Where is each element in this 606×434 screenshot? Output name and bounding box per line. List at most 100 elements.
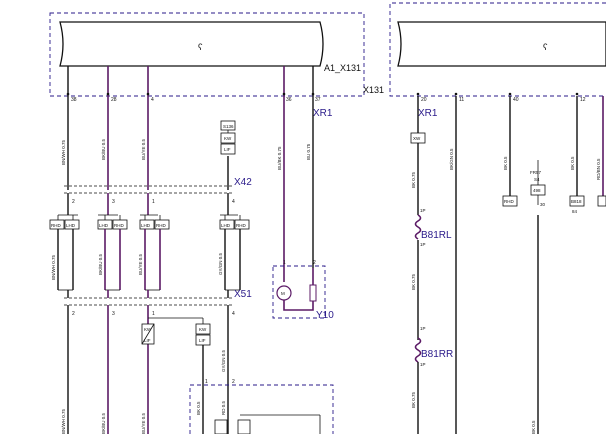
wire-labels-upper: BN/WH 0.75 BK/BU 0.5 BU/YE 0.5 BU/BK 0.7… xyxy=(61,138,311,170)
svg-text:LHD: LHD xyxy=(141,223,151,228)
bottom-module: 1 2 xyxy=(189,379,334,434)
svg-text:RD 0.5: RD 0.5 xyxy=(221,400,226,415)
svg-text:BN/WH 0.75: BN/WH 0.75 xyxy=(61,139,66,165)
svg-text:RD/BN 0.5: RD/BN 0.5 xyxy=(596,158,601,180)
xr1-right-label: XR1 xyxy=(418,108,438,119)
svg-text:KW: KW xyxy=(199,327,207,332)
svg-text:2: 2 xyxy=(72,199,75,205)
svg-text:BK 0.5: BK 0.5 xyxy=(531,420,536,434)
svg-text:RHD: RHD xyxy=(51,223,61,228)
x51-connector: X51 2 3 1 4 xyxy=(64,289,252,317)
xr1-left-label: XR1 xyxy=(313,108,333,119)
svg-text:BU/YE 0.5: BU/YE 0.5 xyxy=(141,412,146,434)
connector-x131-label: X131 xyxy=(363,85,384,95)
svg-text:RHD: RHD xyxy=(114,223,124,228)
svg-text:3: 3 xyxy=(112,311,115,317)
wire-labels-lower: BN/WH 0.75 BK/BU 0.5 BU/YE 0.5 GY/GN 0.5… xyxy=(61,349,226,434)
svg-text:BK 0.5: BK 0.5 xyxy=(196,401,201,415)
pin-label: 36 xyxy=(286,97,292,103)
pin-label: 4 xyxy=(151,97,154,103)
b81rr-label: B81RR xyxy=(421,349,453,360)
svg-text:LIF: LIF xyxy=(224,147,231,152)
svg-text:GY/GN 0.5: GY/GN 0.5 xyxy=(221,349,226,372)
svg-text:BK/BU 0.5: BK/BU 0.5 xyxy=(101,138,106,160)
svg-text:1: 1 xyxy=(283,260,286,266)
svg-text:2: 2 xyxy=(72,311,75,317)
left-module-group: ʕ A1_X131 X131 xyxy=(49,12,384,97)
svg-text:BN/WH 0.75: BN/WH 0.75 xyxy=(61,408,66,434)
svg-text:BK/GN 0.5: BK/GN 0.5 xyxy=(449,148,454,170)
svg-text:1: 1 xyxy=(152,199,155,205)
svg-text:S4: S4 xyxy=(534,177,540,182)
wire-labels-right: BK 0.75 BK/GN 0.5 BK 0.5 BK 0.5 RD/BN 0.… xyxy=(411,148,601,434)
svg-text:RHD: RHD xyxy=(156,223,166,228)
svg-text:BK 0.75: BK 0.75 xyxy=(411,273,416,290)
y10-component: 1 2 M Y10 xyxy=(272,260,334,321)
right-module-frame xyxy=(389,2,606,97)
left-ecu-body xyxy=(59,21,324,67)
b81rr-sensor: 1P B81RR 1P xyxy=(414,326,453,434)
svg-text:4: 4 xyxy=(232,311,235,317)
svg-text:3: 3 xyxy=(112,199,115,205)
svg-text:1: 1 xyxy=(152,311,155,317)
svg-text:2: 2 xyxy=(313,260,316,266)
pin-label: 37 xyxy=(315,97,321,103)
svg-text:1P: 1P xyxy=(420,208,426,213)
svg-text:BK 0.5: BK 0.5 xyxy=(570,156,575,170)
x42-label: X42 xyxy=(234,177,252,188)
wire-labels-mid: BN/WH 0.75 BK/BU 0.5 BU/YE 0.5 GY/GN 0.5 xyxy=(51,252,223,280)
svg-text:BK 0.75: BK 0.75 xyxy=(411,171,416,188)
svg-text:BK 0.75: BK 0.75 xyxy=(411,391,416,408)
svg-text:LIF: LIF xyxy=(199,338,206,343)
left-module-name: A1_X131 xyxy=(324,63,361,73)
svg-text:BU/YE 0.5: BU/YE 0.5 xyxy=(138,253,143,275)
svg-text:KW: KW xyxy=(144,327,152,332)
x131-pin-dots xyxy=(66,92,315,96)
svg-text:BK/BU 0.5: BK/BU 0.5 xyxy=(98,253,103,275)
svg-text:1P: 1P xyxy=(420,242,426,247)
svg-text:LHD: LHD xyxy=(221,223,231,228)
x42-connector: X42 2 3 1 4 xyxy=(64,177,252,205)
x51-label: X51 xyxy=(234,289,252,300)
svg-text:RHD: RHD xyxy=(236,223,246,228)
svg-text:XW: XW xyxy=(413,136,421,141)
svg-text:LHD: LHD xyxy=(99,223,109,228)
svg-text:FR57: FR57 xyxy=(530,170,542,175)
svg-text:RHD: RHD xyxy=(504,199,514,204)
x42-to-x51-wires: RHD LHD LHD RHD LHD RHD LHD RHD xyxy=(49,193,250,291)
pin-label: 38 xyxy=(71,97,77,103)
pin-label: 40 xyxy=(513,97,519,103)
right-ecu-symbol: ʕ xyxy=(543,42,548,52)
svg-text:4: 4 xyxy=(232,199,235,205)
lower-left-wires: KW LIF KW LIF xyxy=(67,305,229,434)
right-ecu-body xyxy=(397,21,606,67)
svg-text:84: 84 xyxy=(572,209,578,214)
b81rl-sensor: 1P B81RL 1P xyxy=(414,208,452,340)
svg-text:498: 498 xyxy=(533,188,541,193)
left-ecu-symbol: ʕ xyxy=(198,42,203,52)
svg-text:BK/BU 0.5: BK/BU 0.5 xyxy=(101,412,106,434)
pin-label: 12 xyxy=(580,97,586,103)
pin-label: 20 xyxy=(421,97,427,103)
y10-label: Y10 xyxy=(316,310,334,321)
pin-label: 11 xyxy=(459,97,464,103)
svg-text:BN/WH 0.75: BN/WH 0.75 xyxy=(51,254,56,280)
svg-text:30: 30 xyxy=(540,202,546,207)
svg-text:2: 2 xyxy=(232,379,235,385)
svg-text:BU/YE 0.5: BU/YE 0.5 xyxy=(141,138,146,160)
svg-text:LHD: LHD xyxy=(66,223,76,228)
svg-text:KW: KW xyxy=(224,136,232,141)
svg-text:1: 1 xyxy=(205,379,208,385)
right-wires: XW RHD FR57 S4 498 30 B818 84 xyxy=(410,92,606,434)
svg-text:B818: B818 xyxy=(571,199,582,204)
svg-text:1P: 1P xyxy=(420,326,426,331)
b81rl-label: B81RL xyxy=(421,230,452,241)
right-module-group: ʕ xyxy=(389,2,606,97)
svg-text:BK 0.5: BK 0.5 xyxy=(503,156,508,170)
pin-label: 28 xyxy=(111,97,117,103)
svg-text:BU 0.75: BU 0.75 xyxy=(306,143,311,160)
svg-text:BU/BK 0.75: BU/BK 0.75 xyxy=(277,146,282,170)
left-wires-upper xyxy=(67,66,314,268)
right-pin-labels: 20 11 40 12 xyxy=(421,97,586,103)
